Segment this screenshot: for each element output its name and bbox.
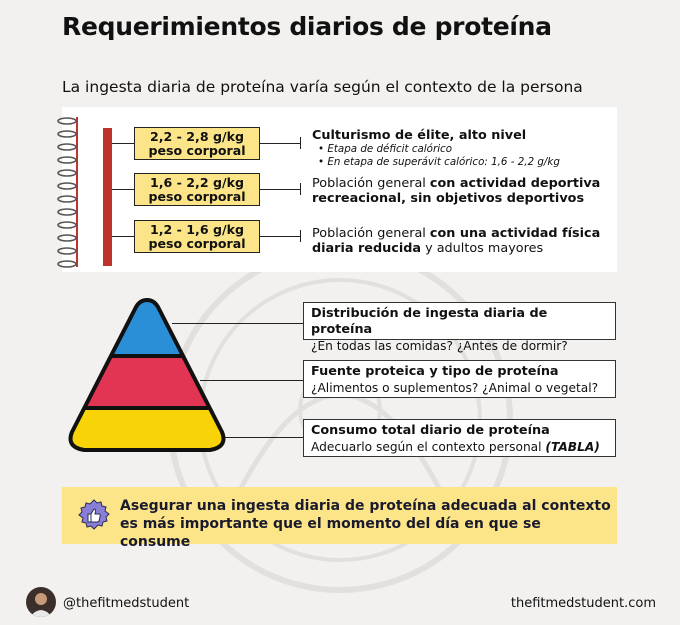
pyramid-label-distribution: Distribución de ingesta diaria de proteí… [303,302,616,353]
key-message-text: Asegurar una ingesta diaria de proteína … [120,498,611,550]
pyramid-base-tier [70,408,224,450]
page-subtitle: La ingesta diaria de proteína varía segú… [62,78,583,96]
pyramid-label-total: Consumo total diario de proteína Adecuar… [303,419,616,457]
protein-pyramid [68,298,226,452]
bullet-item: En etapa de superávit calórico: 1,6 - 2,… [318,156,560,169]
connector-line [260,189,300,190]
requirement-1-text: Culturismo de élite, alto nivel Etapa de… [312,128,560,168]
connector-line [200,380,303,381]
pyramid-label-source: Fuente proteica y tipo de proteína ¿Alim… [303,360,616,398]
notebook-spiral-icon [57,117,78,268]
connector-line [112,236,134,237]
bracket-line [300,137,301,149]
connector-line [112,143,134,144]
scale-bar [103,128,112,266]
bracket-line [300,183,301,195]
bullet-item: Etapa de déficit calórico [318,143,560,156]
social-handle[interactable]: @thefitmedstudent [63,596,190,611]
thumbs-up-icon [78,499,110,530]
connector-line [260,236,300,237]
bracket-line [300,230,301,242]
connector-line [225,437,303,438]
website-link[interactable]: thefitmedstudent.com [510,596,656,611]
avatar [26,587,56,617]
requirement-3-text: Población general con una actividad físi… [312,226,601,256]
key-message-callout [62,487,617,544]
connector-line [260,143,300,144]
requirement-2-text: Población general con actividad deportiv… [312,176,601,206]
connector-line [172,323,303,324]
page-title: Requerimientos diarios de proteína [62,12,552,41]
connector-line [112,189,134,190]
